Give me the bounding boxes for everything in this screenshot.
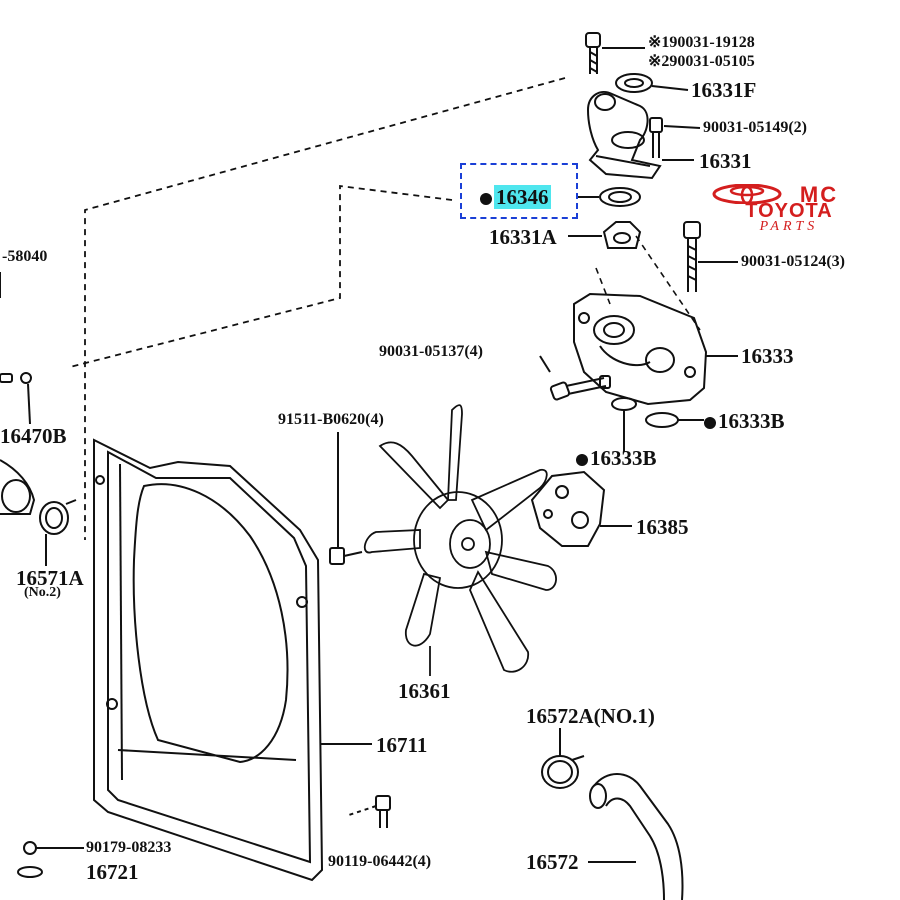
brand-mc: MC [799, 182, 839, 207]
label-bolt-90031-05105[interactable]: ※290031-05105 [648, 53, 755, 70]
label-bolt-91511-B0620[interactable]: 91511-B0620(4) [278, 411, 384, 428]
o-ring-16333B [611, 397, 704, 452]
toyota-emblem-icon [712, 184, 782, 204]
label-16572A[interactable]: 16572A(NO.1) [526, 704, 655, 728]
label-bolt-90031-19128[interactable]: ※190031-19128 [648, 34, 755, 51]
label-bolt-90179-08233[interactable]: 90179-08233 [86, 839, 172, 856]
housing-16333 [573, 292, 738, 406]
label-bolt-90031-05137[interactable]: 90031-05137(4) [379, 343, 483, 360]
shroud-16711 [93, 438, 372, 882]
label-16333B-left[interactable]: 16333B [576, 448, 657, 469]
brand-toyota: TOYOTA [745, 200, 833, 222]
label-16571A-sub: (No.2) [24, 585, 61, 600]
fan-16361 [363, 404, 557, 676]
new-part-dot-icon [704, 417, 716, 429]
bolt-90031-05124 [683, 221, 738, 292]
bolt-90031-05137 [539, 355, 611, 401]
label-16331[interactable]: 16331 [699, 149, 752, 173]
label-16721[interactable]: 16721 [86, 860, 139, 884]
clamp-16572A [541, 728, 585, 789]
label-16333B-left-text: 16333B [590, 446, 657, 470]
left-clip-16470B [0, 372, 32, 425]
label-16333B-right-text: 16333B [718, 409, 785, 433]
gasket-16331F [615, 73, 689, 93]
bolt-90031-05149 [649, 117, 701, 158]
label-16346-text: 16346 [494, 185, 551, 209]
new-part-dot-icon [576, 454, 588, 466]
label-16470B[interactable]: 16470B [0, 424, 67, 448]
left-hose-16571A [0, 459, 77, 566]
label-16331A[interactable]: 16331A [489, 225, 557, 249]
new-part-dot-icon [480, 193, 492, 205]
highlight-box [460, 163, 578, 219]
bolt-90179-08233 [17, 841, 84, 878]
water-outlet-16331 [586, 91, 694, 180]
label-16333[interactable]: 16333 [741, 344, 794, 368]
bolt-90119-06442 [345, 795, 391, 828]
label-bolt-90031-05149[interactable]: 90031-05149(2) [703, 119, 807, 136]
label-16361[interactable]: 16361 [398, 679, 451, 703]
label-bolt-90031-05124[interactable]: 90031-05124(3) [741, 253, 845, 270]
thermostat-16331A [568, 221, 642, 249]
bolt-90031-19128 [585, 32, 645, 74]
label-16572[interactable]: 16572 [526, 850, 579, 874]
label-16385[interactable]: 16385 [636, 515, 689, 539]
gasket-16346 [578, 187, 641, 207]
brand-logo: MC TOYOTA PARTS [704, 182, 880, 234]
brand-parts: PARTS [759, 219, 819, 234]
hose-16572 [588, 773, 684, 900]
bolt-91511-B0620 [329, 432, 363, 565]
label-16331F[interactable]: 16331F [691, 78, 757, 102]
label-16711[interactable]: 16711 [376, 733, 428, 757]
label-16333B-right[interactable]: 16333B [704, 411, 785, 432]
label-16346[interactable]: 16346 [480, 185, 551, 209]
label-bolt-90119-06442[interactable]: 90119-06442(4) [328, 853, 432, 870]
label-16571A[interactable]: 16571A [16, 566, 84, 590]
water-inlet-16385 [530, 470, 632, 547]
label-58040[interactable]: -58040 [2, 248, 48, 265]
